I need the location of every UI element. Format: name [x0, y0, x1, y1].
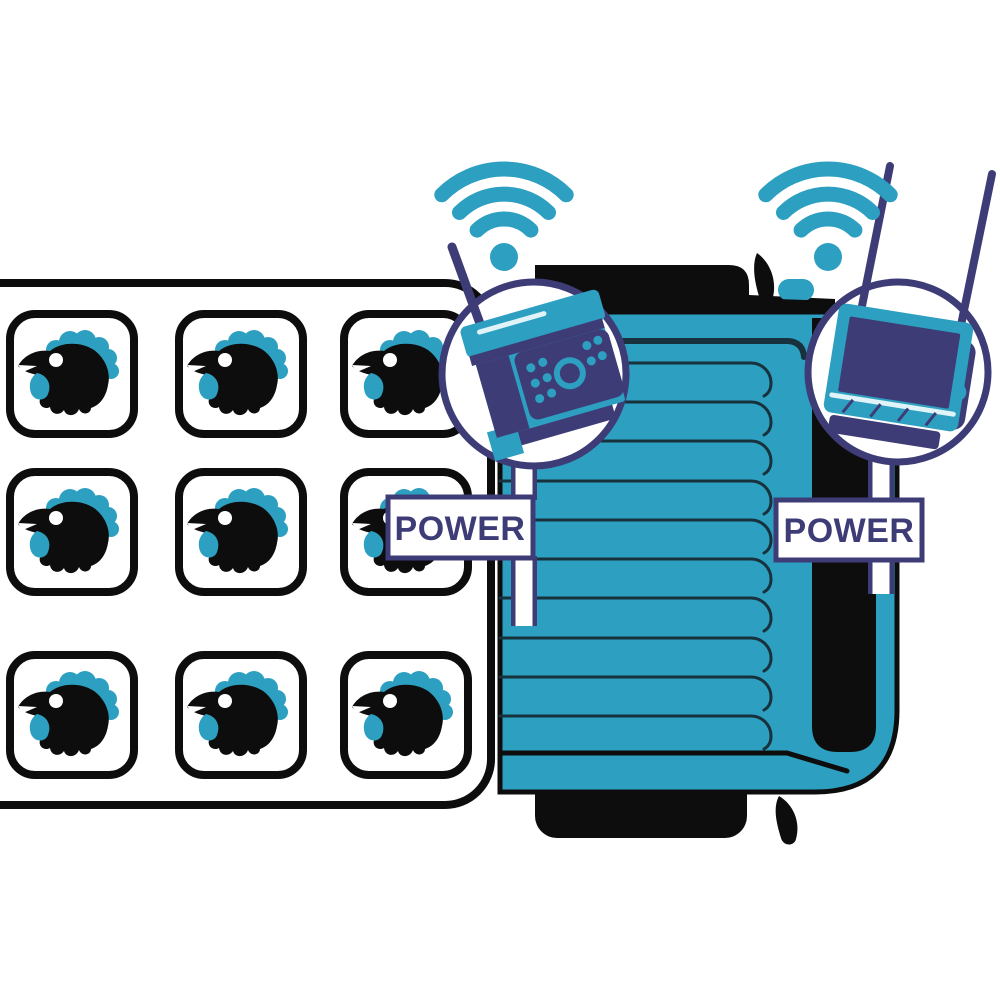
wifi-dot: [490, 243, 518, 271]
chicken-panel: [0, 279, 495, 809]
monitor-callout: [804, 162, 996, 466]
motion-mark-top: [754, 253, 775, 302]
power-text-left: POWER: [395, 510, 526, 548]
wifi-arc-outer: [434, 161, 574, 203]
wifi-arc-outer: [758, 161, 898, 203]
wifi-arc-inner: [469, 211, 539, 238]
camera-lid: [460, 289, 605, 358]
door-slat-line: [498, 361, 773, 398]
monitor-screen: [838, 316, 961, 409]
monitor-speaker-slats: [841, 398, 937, 427]
door-bottom-line: [497, 750, 850, 774]
door-slats: [498, 361, 773, 751]
power-text-right: POWER: [784, 512, 915, 550]
trailer-roof-lip: [749, 298, 835, 313]
camera-lens: [559, 363, 580, 384]
door-slat-line: [498, 714, 773, 751]
monitor-frame-highlight: [829, 392, 956, 417]
motion-mark-bottom: [775, 796, 798, 845]
camera-lid-highlight: [477, 311, 547, 335]
camera-callout: [438, 242, 630, 470]
camera-lid-shadow: [469, 318, 605, 366]
door-slat-line: [498, 596, 773, 633]
camera-icon: [460, 289, 625, 462]
wifi-icon-right: [758, 161, 898, 271]
wifi-arc-middle: [776, 186, 880, 220]
monitor-icon: [823, 303, 976, 450]
trailer-roof-corner: [778, 279, 814, 301]
wifi-arc-inner: [793, 211, 863, 238]
power-box-right: [773, 497, 925, 563]
wifi-arc-middle: [452, 186, 556, 220]
callout-stem-right: [868, 454, 894, 594]
monitor-base: [828, 414, 941, 450]
door-slat-line: [498, 557, 773, 594]
door-slat-line: [498, 675, 773, 712]
power-box-left: [385, 494, 536, 561]
wifi-icon-left: [434, 161, 574, 271]
camera-side-face: [475, 355, 530, 438]
camera-ir-leds: [526, 335, 607, 404]
power-label-right: POWER: [773, 497, 925, 563]
door-slat-line: [498, 518, 773, 555]
door-top-line: [497, 338, 807, 360]
wifi-dot: [814, 243, 842, 271]
door-slat-line: [498, 400, 773, 437]
door-slat-line: [498, 439, 773, 476]
chicken-grid: [6, 310, 472, 779]
door-slat-line: [498, 479, 773, 516]
door-slat-line: [498, 636, 773, 673]
power-label-left: POWER: [385, 494, 536, 561]
monitor-antenna-right-icon: [956, 170, 996, 334]
